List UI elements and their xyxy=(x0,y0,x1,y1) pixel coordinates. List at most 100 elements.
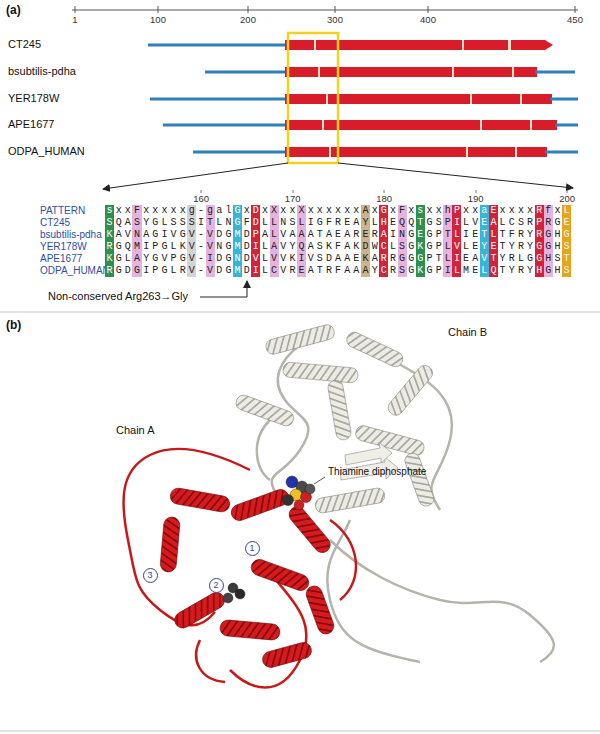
residue: E xyxy=(471,265,480,277)
residue: T xyxy=(489,253,498,265)
alignment-name: CT245 xyxy=(40,217,70,229)
residue: S xyxy=(169,217,178,229)
residue: N xyxy=(398,229,407,241)
residue: x xyxy=(279,205,288,217)
residue: A xyxy=(297,229,306,241)
residue: D xyxy=(251,217,260,229)
residue: M xyxy=(233,229,242,241)
residue: K xyxy=(352,241,361,253)
position-number: 180 xyxy=(376,193,392,204)
residue: M xyxy=(461,265,470,277)
residue: R xyxy=(535,229,544,241)
residue: D xyxy=(215,253,224,265)
residue: R xyxy=(507,253,516,265)
residue: x xyxy=(352,205,361,217)
mutation-arrow xyxy=(200,281,247,297)
residue: A xyxy=(270,241,279,253)
residue: I xyxy=(443,265,452,277)
residue: E xyxy=(562,217,571,229)
ruler-number: 1 xyxy=(72,14,77,25)
residue: S xyxy=(398,241,407,253)
residue: G xyxy=(114,253,123,265)
residue: H xyxy=(379,217,388,229)
residue: I xyxy=(461,229,470,241)
residue: T xyxy=(498,229,507,241)
residue: V xyxy=(279,265,288,277)
residue: x xyxy=(151,205,160,217)
residue: K xyxy=(416,265,425,277)
residue: V xyxy=(206,229,215,241)
residue: f xyxy=(544,205,553,217)
residue: V xyxy=(187,253,196,265)
residue: G xyxy=(114,241,123,253)
callout-circle: 3 xyxy=(143,568,158,583)
residue: L xyxy=(123,253,132,265)
residue: A xyxy=(306,265,315,277)
residue: A xyxy=(361,265,370,277)
residue: x xyxy=(553,205,562,217)
ruler-number: 100 xyxy=(150,14,166,25)
residue: G xyxy=(535,253,544,265)
residue: A xyxy=(306,229,315,241)
residue: L xyxy=(169,265,178,277)
residue: R xyxy=(288,265,297,277)
residue: A xyxy=(471,253,480,265)
residue: E xyxy=(471,241,480,253)
residue: V xyxy=(471,217,480,229)
residue: P xyxy=(535,217,544,229)
zoom-arrow xyxy=(338,163,573,188)
residue: h xyxy=(443,205,452,217)
residue: S xyxy=(315,253,324,265)
residue: s xyxy=(416,205,425,217)
residue: x xyxy=(123,205,132,217)
residue: V xyxy=(160,253,169,265)
residue: I xyxy=(142,265,151,277)
residue: L xyxy=(297,217,306,229)
residue: Q xyxy=(398,217,407,229)
residue: x xyxy=(516,205,525,217)
residue: T xyxy=(206,217,215,229)
residue: S xyxy=(315,241,324,253)
residue: A xyxy=(343,265,352,277)
residue: R xyxy=(516,241,525,253)
residue: A xyxy=(489,217,498,229)
panel-label: (a) xyxy=(6,3,21,17)
sequence-ruler xyxy=(72,6,578,13)
residue: A xyxy=(352,217,361,229)
residue: G xyxy=(544,265,553,277)
residue: K xyxy=(416,241,425,253)
residue: Y xyxy=(142,217,151,229)
residue: P xyxy=(151,265,160,277)
residue: Q xyxy=(114,217,123,229)
residue: G xyxy=(407,265,416,277)
domain-bars xyxy=(148,40,578,157)
residue: A xyxy=(370,253,379,265)
residue: x xyxy=(471,205,480,217)
residue: I xyxy=(297,253,306,265)
residue: I xyxy=(452,253,461,265)
residue: L xyxy=(260,253,269,265)
residue: M xyxy=(233,241,242,253)
alignment-name: ODPA_HUMAN xyxy=(40,265,110,277)
residue: M xyxy=(132,241,141,253)
residue: T xyxy=(498,265,507,277)
alignment-ticks xyxy=(201,190,567,193)
residue: Y xyxy=(288,241,297,253)
residue: F xyxy=(242,217,251,229)
position-number: 170 xyxy=(285,193,301,204)
residue: L xyxy=(169,241,178,253)
residue: E xyxy=(297,265,306,277)
residue: V xyxy=(279,253,288,265)
residue: L xyxy=(443,253,452,265)
residue: N xyxy=(132,229,141,241)
residue: A xyxy=(343,253,352,265)
residue: C xyxy=(270,265,279,277)
residue: G xyxy=(233,217,242,229)
residue: - xyxy=(196,229,205,241)
residue: D xyxy=(242,229,251,241)
residue: V xyxy=(251,253,260,265)
residue: x xyxy=(306,205,315,217)
panel-divider xyxy=(0,312,600,313)
sequence-name: CT245 xyxy=(8,38,41,51)
residue: L xyxy=(388,241,397,253)
